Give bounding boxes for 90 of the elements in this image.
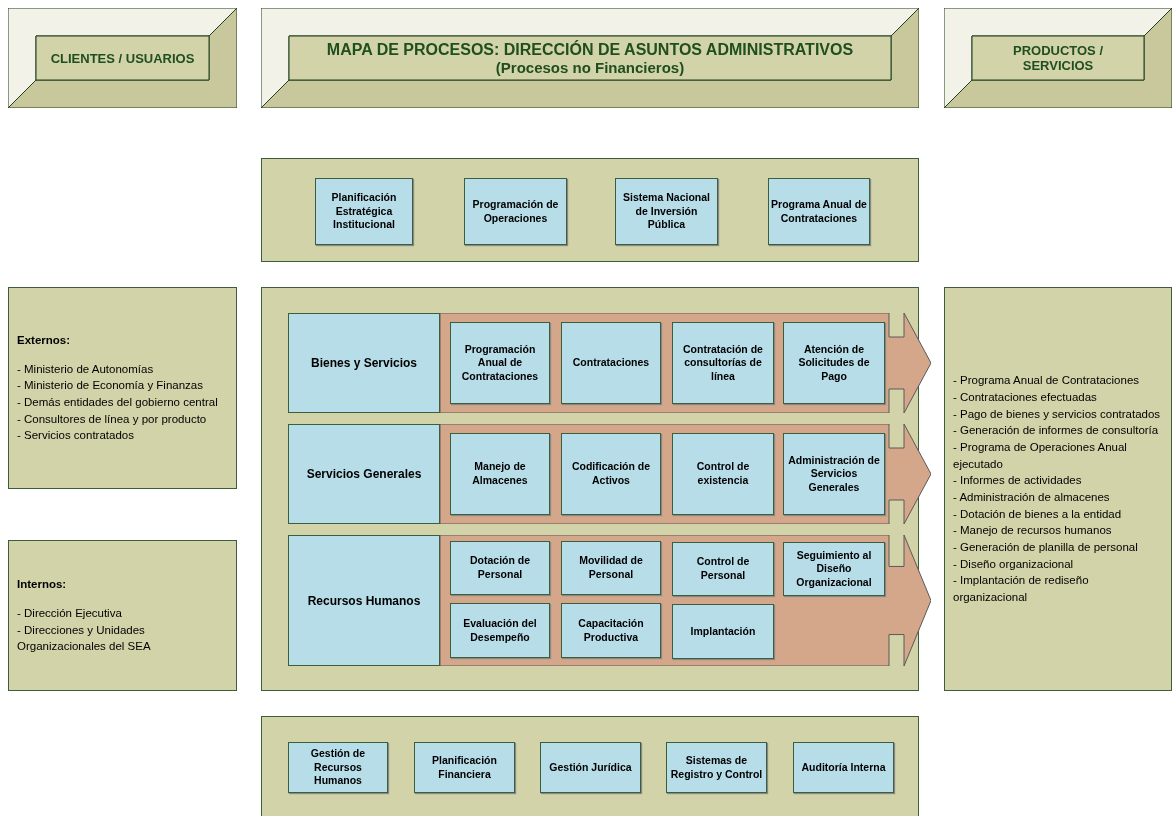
list-heading: Externos: [17, 333, 72, 348]
list-item: - Demás entidades del gobierno central [17, 395, 219, 410]
list-item: - Diseño organizacional [953, 556, 1075, 572]
process-box [464, 178, 567, 245]
info-panel [8, 287, 237, 489]
list-item: - Direcciones y Unidades Organizacionales del SEA [17, 622, 152, 655]
area-name: Bienes y Servicios [310, 356, 418, 370]
process-box [783, 542, 885, 596]
process-box [450, 322, 550, 404]
process-name: Contrataciones [572, 356, 650, 370]
process-box [783, 322, 885, 404]
list-item: - Ministerio de Economía y Finanzas [17, 378, 204, 394]
process-box [672, 433, 774, 515]
process-box [793, 742, 894, 793]
process-box [561, 433, 661, 515]
block-arrow [440, 313, 931, 413]
area-box [288, 313, 440, 413]
info-panel [944, 287, 1172, 691]
process-name: Implantación [690, 624, 756, 639]
bevel-frame [261, 8, 919, 108]
process-panel [261, 716, 919, 816]
area-name: Recursos Humanos [307, 593, 421, 608]
process-box [315, 178, 413, 245]
process-name: Planificación Financiera [431, 753, 498, 782]
process-box [666, 742, 767, 793]
area-box [288, 424, 440, 524]
process-box [768, 178, 870, 245]
block-arrow [440, 424, 931, 524]
process-panel [261, 158, 919, 262]
list-item: - Pago de bienes y servicios contratados [953, 406, 1162, 422]
process-name: Atención de Solicitudes de Pago [797, 342, 871, 384]
heading: CLIENTES / USUARIOS [50, 50, 195, 66]
process-name: Sistemas de Registro y Control [669, 753, 764, 782]
bevel-frame [944, 8, 1172, 108]
process-box [540, 742, 641, 793]
bevel-frame [8, 8, 237, 108]
process-box [450, 433, 550, 515]
heading: PRODUCTOS / SERVICIOS [1011, 43, 1105, 73]
list-item: - Dirección Ejecutiva [17, 605, 123, 621]
list-item: - Manejo de recursos humanos [953, 523, 1113, 539]
list-item: - Ministerio de Autonomías [17, 361, 155, 377]
process-box [414, 742, 515, 793]
process-name: Manejo de Almacenes [471, 460, 529, 488]
list-item: - Generación de planilla de personal [953, 540, 1139, 555]
list-item: - Servicios contratados [17, 428, 135, 444]
heading: MAPA DE PROCESOS: DIRECCIÓN DE ASUNTOS ADMINISTRATIVOS [326, 40, 854, 59]
process-name: Programación de Operaciones [471, 197, 560, 226]
list-item: - Administración de almacenes [953, 490, 1111, 505]
subheading: (Procesos no Financieros) [495, 58, 685, 76]
process-name: Gestión de Recursos Humanos [309, 747, 367, 788]
process-name: Administración de Servicios Generales [787, 453, 881, 495]
process-name: Control de existencia [695, 460, 751, 488]
process-box [672, 322, 774, 404]
process-box [783, 433, 885, 515]
process-box [615, 178, 718, 245]
list-heading: Internos: [17, 577, 68, 593]
process-name: Evaluación del Desempeño [462, 616, 538, 645]
process-box [450, 541, 550, 595]
process-name: Seguimiento al Diseño Organizacional [795, 548, 873, 590]
list-item: - Programa de Operaciones Anual ejecutado [953, 440, 1128, 472]
process-name: Sistema Nacional de Inversión Pública [622, 191, 711, 232]
process-box [672, 604, 774, 659]
process-box [450, 603, 550, 658]
process-name: Codificación de Activos [570, 460, 652, 488]
process-name: Dotación de Personal [468, 554, 532, 582]
process-name: Planificación Estratégica Institucional [330, 191, 398, 232]
list-item: - Implantación de rediseño organizacional [953, 573, 1090, 606]
process-box [288, 742, 388, 793]
list-item: - Informes de actividades [953, 473, 1083, 489]
process-name: Auditoría Interna [801, 760, 886, 775]
process-name: Contratación de consultorías de línea [682, 342, 764, 384]
list-item: - Programa Anual de Contrataciones [953, 373, 1141, 389]
process-name: Control de Personal [695, 555, 751, 583]
process-name: Movilidad de Personal [578, 554, 644, 582]
list-item: - Contrataciones efectuadas [953, 389, 1098, 405]
process-name: Gestión Jurídica [549, 760, 632, 775]
area-box [288, 535, 440, 666]
process-box [561, 603, 661, 658]
process-name: Programación Anual de Contrataciones [460, 342, 540, 384]
process-name: Capacitación Productiva [577, 616, 645, 645]
process-box [672, 542, 774, 596]
block-arrow [440, 535, 931, 666]
list-item: - Consultores de línea y por producto [17, 411, 208, 427]
process-box [561, 541, 661, 595]
process-box [561, 322, 661, 404]
list-item: - Generación de informes de consultoría [953, 423, 1160, 439]
area-name: Servicios Generales [306, 467, 422, 481]
info-panel [8, 540, 237, 691]
process-name: Programa Anual de Contrataciones [771, 197, 867, 226]
list-item: - Dotación de bienes a la entidad [953, 506, 1123, 522]
